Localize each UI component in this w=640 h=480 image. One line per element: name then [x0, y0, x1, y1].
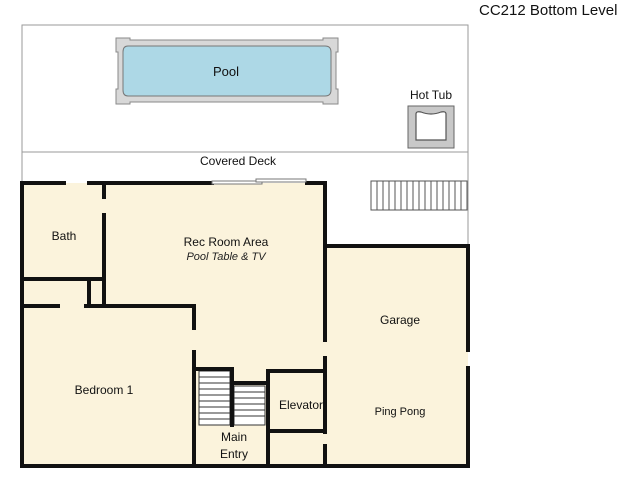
main-entry-label-line1: Main [221, 430, 247, 444]
garage-label: Garage [380, 313, 420, 327]
interior-floor [22, 183, 468, 466]
walls [20, 181, 470, 468]
main-entry-label-line2: Entry [220, 447, 248, 461]
rec-room-label: Rec Room Area [184, 235, 269, 249]
hot-tub-basin [415, 111, 447, 141]
ping-pong-label: Ping Pong [375, 406, 426, 418]
plan-title: CC212 Bottom Level [479, 2, 617, 19]
covered-deck-label: Covered Deck [200, 154, 277, 168]
elevator-label: Elevator [279, 398, 323, 412]
pool-water [122, 45, 332, 97]
interior-stairs-right [233, 385, 266, 426]
hot-tub-label: Hot Tub [410, 88, 452, 102]
deck-stairs [370, 180, 468, 211]
bath-label: Bath [52, 229, 77, 243]
interior-stairs-left [198, 370, 231, 426]
sliding-door [211, 178, 307, 185]
bedroom-label: Bedroom 1 [75, 383, 134, 397]
rec-room-note: Pool Table & TV [186, 251, 267, 263]
hot-tub: Hot Tub [407, 88, 455, 149]
pool: Pool [115, 37, 339, 105]
pool-label: Pool [213, 64, 239, 79]
